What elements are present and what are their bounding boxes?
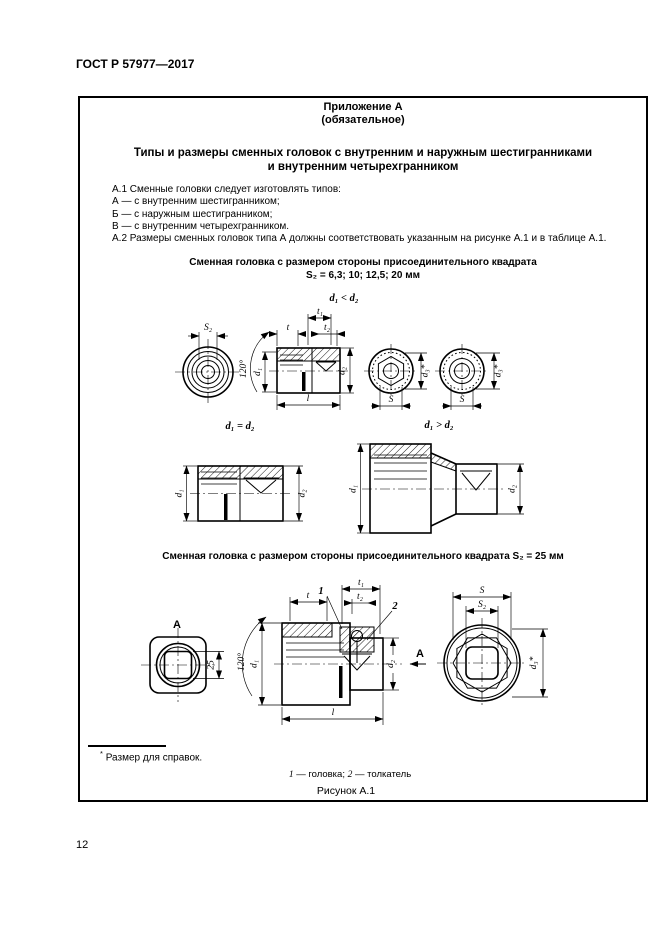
page-number: 12 [76,839,89,851]
legend-item1-text: — головка; [293,769,348,780]
appendix-label: Приложение А [323,101,403,113]
figure1-caption-line2: S₂ = 6,3; 10; 12,5; 20 мм [305,270,421,281]
dim-label-d1: d₁ [250,660,260,668]
document-header: ГОСТ Р 57977—2017 [76,57,195,71]
dim-label-d2: d₂ [298,489,308,498]
dim-label-d3: d₃* [421,364,431,377]
fig3-end-view: S S₂ d₃* [437,586,548,708]
condition-gt-label: d₁ > d₂ [424,420,454,431]
hex-socket-profile [377,355,405,387]
dim-label-d3: d₃* [494,364,504,377]
footnote: * Размер для справок. [100,749,202,763]
footnote-marker: * [100,749,103,758]
doc-title-line1: Типы и размеры сменных головок с внутрен… [133,147,593,159]
fig2-greater-section: d₁ d₂ [349,443,524,534]
callout-pusher: 2 [391,601,398,612]
footnote-rule [88,745,166,747]
square-drive-hole [465,646,499,680]
twelve-point-profile [452,637,512,689]
view-a-label: А [173,619,181,631]
condition-eq-label: d₁ = d₂ [225,421,255,432]
dim-label-s2: S₂ [204,323,213,333]
legend-item2-number: 2 [347,770,353,780]
fig1-section-view: 120° t t₁ t₂ [238,307,354,410]
figure-caption: Рисунок А.1 [316,785,376,797]
pusher-head [351,630,363,642]
dim-label-l: l [332,708,335,718]
dim-label-s: S [480,586,485,596]
appendix-status: (обязательное) [321,114,405,126]
dim-label-d1: d₁ [349,485,359,493]
paragraph-type-b: Б — с наружным шестигранником; [112,208,273,220]
dim-label-t: t [287,323,290,333]
paragraph-block: А.1 Сменные головки следует изготовлять … [112,184,617,245]
dim-label-t1: t₁ [358,578,364,588]
dim-label-t2: t₂ [357,592,364,602]
fig3-section-view: 120° d₁ t l [236,578,426,725]
fig2-equal-section: d₁ d₂ [175,465,308,522]
condition-lt-label: d₁ < d₂ [329,293,359,304]
figure-legend: 1 — головка; 2 — толкатель [245,769,455,780]
groove-band [224,494,228,520]
fig1-round-end-view: d₃* S [435,344,504,410]
figure1-caption-line1: Сменная головка с размером стороны присо… [189,257,537,268]
dim-label-d2: d₂ [338,366,348,375]
doc-title-line2: и внутренним четырехгранником [267,161,459,173]
figure2-caption: Сменная головка с размером стороны присо… [162,551,564,562]
dim-label-s: S [460,395,465,405]
dim-label-angle: 120° [238,360,249,378]
paragraph-type-a: А — с внутренним шестигранником; [112,196,280,208]
dim-label-l: l [307,394,310,404]
callout-head: 1 [318,586,323,597]
groove-band [302,372,306,391]
dim-label-t2: t₂ [324,323,331,333]
dim-label-t: t [307,591,310,601]
legend-item1-number: 1 [288,770,294,780]
dim-label-d1: d₁ [253,368,263,376]
dim-label-angle: 120° [236,653,247,671]
groove-band [339,666,343,698]
footnote-text: Размер для справок. [105,752,203,764]
fig1-hex-end-view: d₃* S [364,344,431,410]
twelve-point-profile [456,633,508,693]
dim-label-d1: d₁ [175,489,185,497]
view-a-arrow-label: А [416,648,424,660]
fig3-view-a: А 25 [141,619,224,702]
dim-label-25: 25 [207,660,217,670]
page-frame [78,96,648,802]
dim-label-t1: t₁ [317,307,323,317]
dim-label-d2: d₂ [386,659,396,668]
dim-label-d3: d₃* [529,656,539,669]
dim-label-d2: d₂ [508,484,518,493]
paragraph-a1: А.1 Сменные головки следует изготовлять … [112,184,341,195]
paragraph-a2: А.2 Размеры сменных головок типа А должн… [112,233,607,245]
paragraph-type-v: В — с внутренним четырехгранником. [112,220,290,232]
legend-item2-text: — толкатель [352,769,412,780]
dim-label-s2: S₂ [478,600,487,610]
dim-label-s: S [389,395,394,405]
fig1-left-end-view: S₂ [175,323,241,405]
